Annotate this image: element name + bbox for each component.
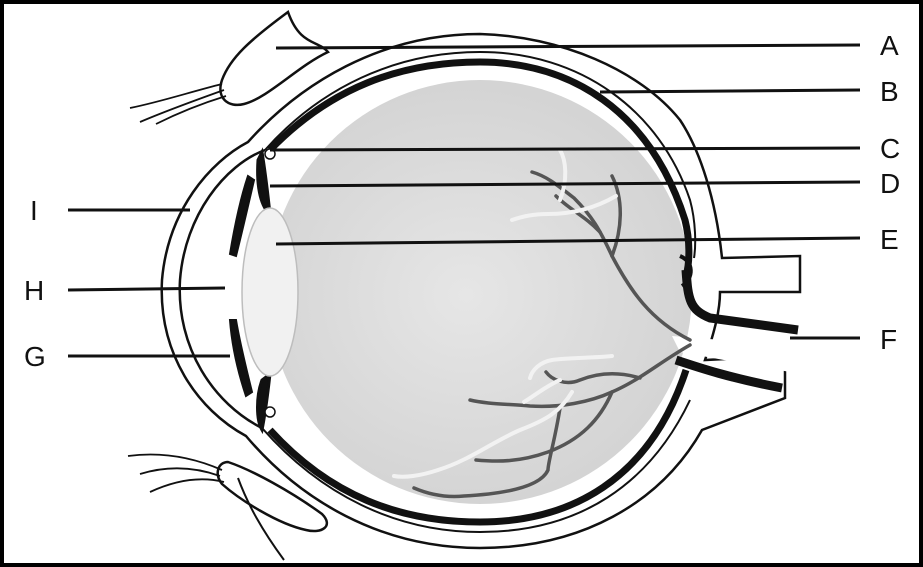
label-D: D <box>880 168 900 199</box>
pointer-A <box>276 45 860 48</box>
label-G: G <box>24 341 46 372</box>
label-H: H <box>24 275 44 306</box>
label-B: B <box>880 76 899 107</box>
label-F: F <box>880 324 897 355</box>
suspensory-point-bottom <box>265 407 275 417</box>
lens <box>242 208 298 376</box>
label-A: A <box>880 30 899 61</box>
label-E: E <box>880 224 899 255</box>
pointer-B <box>600 90 860 92</box>
pointer-H <box>68 288 225 290</box>
lower-eyelashes <box>128 455 224 492</box>
upper-eyelashes <box>130 84 226 124</box>
label-I: I <box>30 195 38 226</box>
pointer-C <box>270 148 860 150</box>
label-C: C <box>880 133 900 164</box>
